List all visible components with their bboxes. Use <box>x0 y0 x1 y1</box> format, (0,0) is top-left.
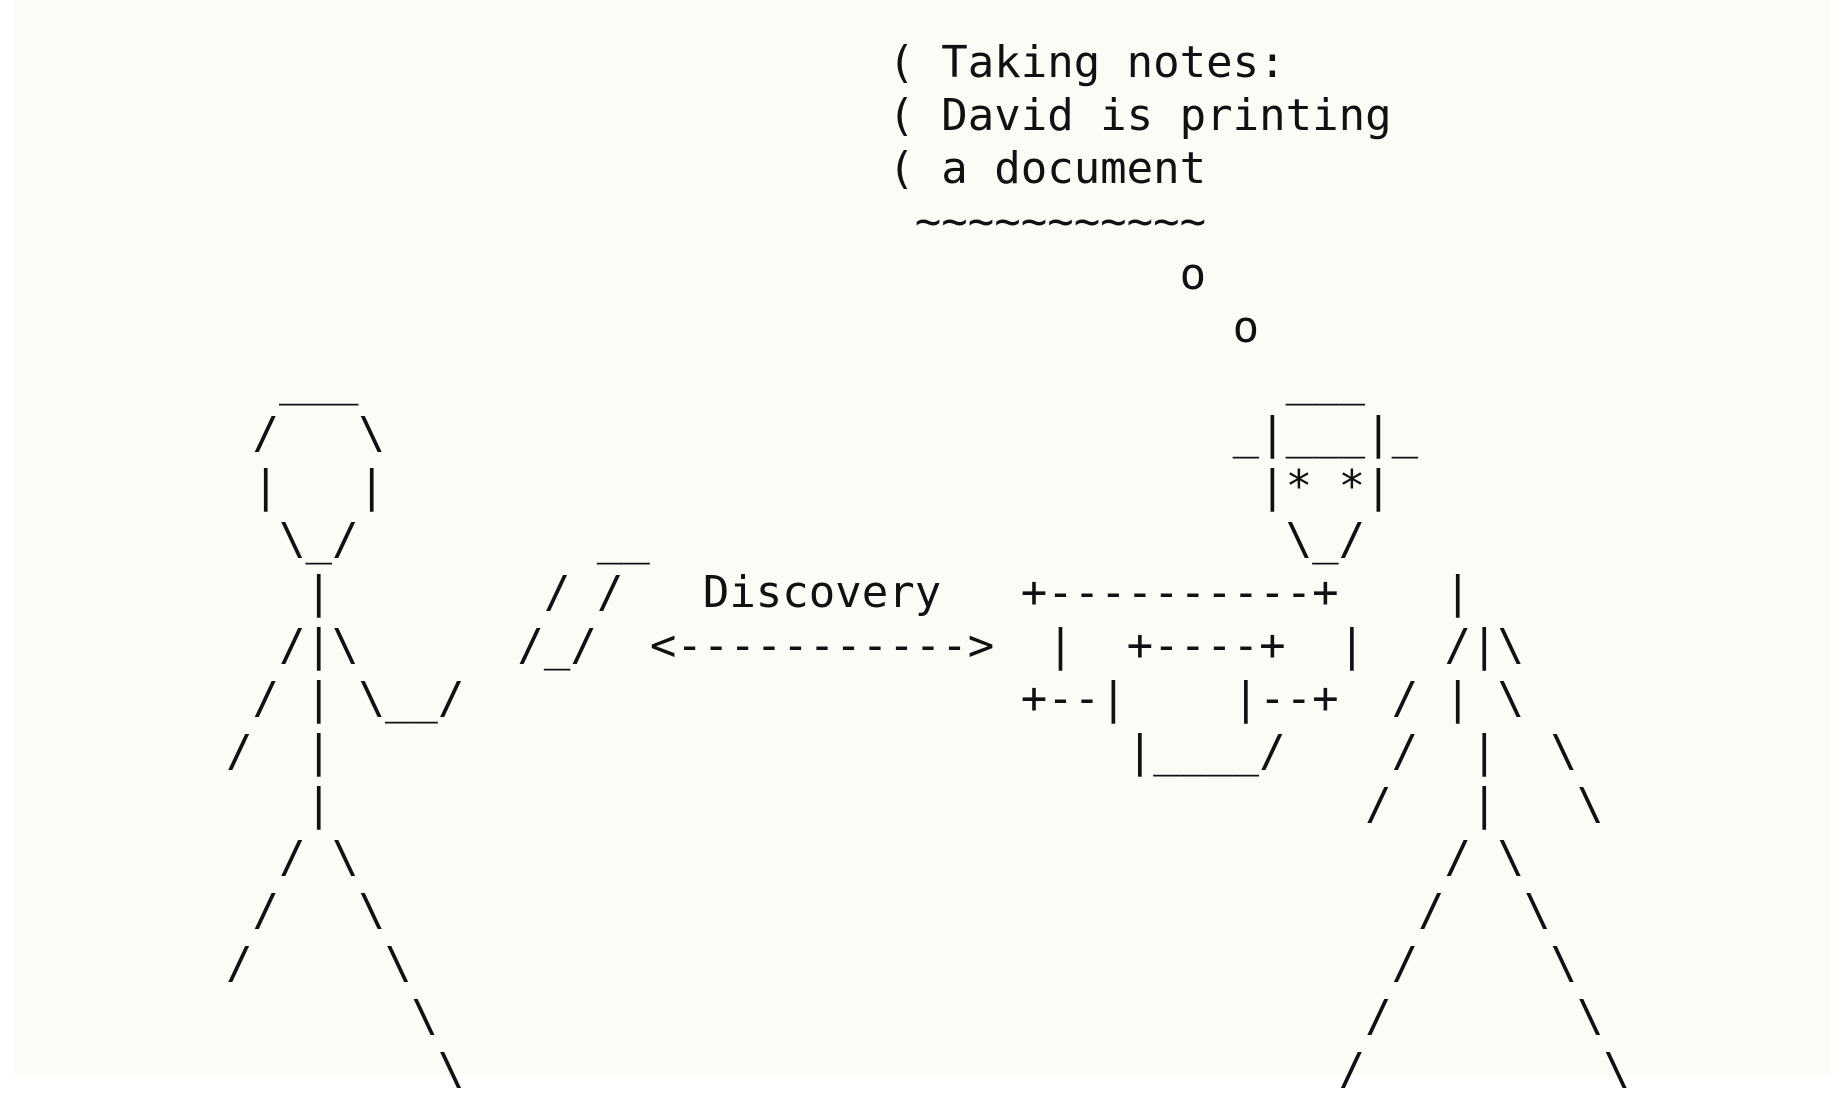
art-line: ( a document <box>226 143 1207 194</box>
art-line: | / / Discovery +----------+ | <box>226 567 1472 618</box>
art-line: / \ / \ <box>226 832 1525 883</box>
art-line: \_/ __ \_/ <box>226 514 1366 565</box>
art-line: ( David is printing <box>226 90 1392 141</box>
art-line: o <box>226 249 1207 300</box>
art-line: / | |____/ / | \ <box>226 726 1578 777</box>
art-line: / \ / \ <box>226 885 1551 936</box>
art-line: o <box>226 302 1260 353</box>
art-line: | / | \ <box>226 779 1604 830</box>
art-line: / \ / \ <box>226 938 1578 989</box>
art-line: ___ ___ <box>226 355 1366 406</box>
art-line: / | \__/ +--| |--+ / | \ <box>226 673 1525 724</box>
ascii-art-diagram: ( Taking notes: ( David is printing ( a … <box>226 36 1630 1096</box>
paper-background <box>14 0 1830 1075</box>
art-line: \ / \ <box>226 1044 1630 1095</box>
art-line: / \ _|___|_ <box>226 408 1419 459</box>
art-line: | | |* *| <box>226 461 1392 512</box>
art-line: ( Taking notes: <box>226 37 1286 88</box>
art-line: \ / \ <box>226 991 1604 1042</box>
art-line: /|\ /_/ <-----------> | +----+ | /|\ <box>226 620 1525 671</box>
art-line: ~~~~~~~~~~~ <box>226 196 1207 247</box>
